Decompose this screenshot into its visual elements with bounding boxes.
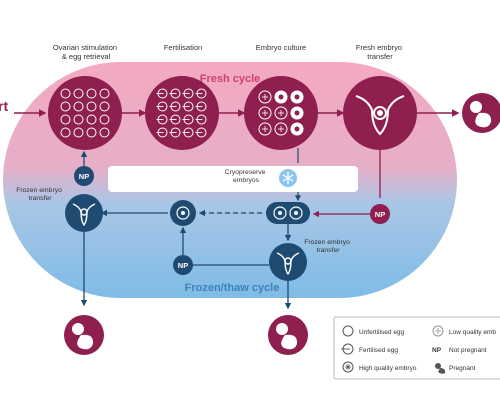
svg-text:Low quality emb: Low quality emb xyxy=(449,329,496,336)
cryopreserve-label: Cryopreserve embryos xyxy=(225,169,268,184)
low-quality-embryo-legend-icon xyxy=(432,325,444,337)
snowflake-badge xyxy=(279,169,297,187)
frozen-transfer-left-node xyxy=(65,194,103,232)
icon-dot xyxy=(294,94,300,100)
fresh-transfer-label: Fresh embryo transfer xyxy=(356,43,404,61)
icon-dot xyxy=(274,122,288,136)
icon-dot xyxy=(258,90,272,104)
uterus-icon xyxy=(355,95,405,136)
egg-grid-icon xyxy=(60,88,110,138)
icon-dot xyxy=(60,88,71,99)
icon-dot xyxy=(99,114,110,125)
pregnant-outcome-left xyxy=(64,315,104,355)
icon-dot xyxy=(258,106,272,120)
cryopreserve-bar xyxy=(108,166,358,192)
frozen-transfer-right-node xyxy=(269,243,307,281)
pregnant-outcome-right xyxy=(268,315,308,355)
svg-text:NP: NP xyxy=(178,261,188,270)
icon-dot xyxy=(73,101,84,112)
icon-dot xyxy=(60,114,71,125)
high-quality-embryo-legend-icon xyxy=(342,361,354,373)
svg-text:NP: NP xyxy=(79,172,89,181)
fresh-cycle-title: Fresh cycle xyxy=(200,73,261,85)
snowflake-icon xyxy=(282,172,294,184)
start-label: rt xyxy=(0,98,8,114)
icon-dot xyxy=(86,88,97,99)
np-badge-left: NP xyxy=(74,166,94,186)
np-legend-symbol: NP xyxy=(432,347,442,354)
icon-dot xyxy=(99,127,110,138)
pregnant-legend-icon xyxy=(435,363,446,374)
icon-dot xyxy=(86,114,97,125)
icon-dot xyxy=(274,106,288,120)
frozen-embryos-node xyxy=(266,202,310,224)
fertilisation-node xyxy=(145,76,219,150)
svg-text:Pregnant: Pregnant xyxy=(449,365,476,372)
thawed-embryo-node xyxy=(170,200,196,226)
frozen-transfer-right-label: Frozen embryo transfer xyxy=(304,239,352,254)
np-badge-right: NP xyxy=(370,204,390,224)
icon-dot xyxy=(73,127,84,138)
icon-dot xyxy=(86,127,97,138)
icon-dot xyxy=(258,122,272,136)
fertilised-egg-legend-icon xyxy=(341,343,354,355)
uterus-icon xyxy=(276,252,300,276)
np-badge-middle: NP xyxy=(173,255,193,275)
svg-text:Fertilised egg: Fertilised egg xyxy=(359,347,398,354)
icon-dot xyxy=(99,101,110,112)
icon-dot xyxy=(294,110,300,116)
icon-dot xyxy=(278,94,284,100)
svg-text:Not pregnant: Not pregnant xyxy=(449,347,487,354)
uterus-icon xyxy=(72,203,96,227)
icon-dot xyxy=(60,101,71,112)
culture-node xyxy=(244,76,318,150)
ovarian-node xyxy=(48,76,122,150)
culture-label: Embryo culture xyxy=(256,43,306,52)
fertilisation-label: Fertilisation xyxy=(164,43,202,52)
baby-icon xyxy=(72,323,94,350)
embryo-icon xyxy=(258,90,304,136)
frozen-cycle-title: Frozen/thaw cycle xyxy=(185,282,280,294)
legend: Unfertilised egg Low quality emb Fertili… xyxy=(333,316,500,380)
ovarian-label: Ovarian stimulation & egg retrieval xyxy=(53,43,119,61)
fresh-transfer-node xyxy=(343,76,417,150)
icon-dot xyxy=(73,88,84,99)
icon-dot xyxy=(73,114,84,125)
icon-dot xyxy=(294,126,300,132)
fertilised-egg-icon xyxy=(156,88,207,138)
icon-dot xyxy=(86,101,97,112)
svg-text:High quality embryo: High quality embryo xyxy=(359,365,417,372)
frozen-transfer-left-label: Frozen embryo transfer xyxy=(16,187,64,202)
icon-dot xyxy=(60,127,71,138)
unfertilised-egg-legend-icon xyxy=(342,325,354,337)
icon-dot xyxy=(99,88,110,99)
baby-icon xyxy=(470,101,492,128)
svg-text:Unfertilised egg: Unfertilised egg xyxy=(359,329,405,336)
pregnant-outcome-fresh xyxy=(462,93,500,133)
svg-text:NP: NP xyxy=(375,210,385,219)
baby-icon xyxy=(276,323,298,350)
